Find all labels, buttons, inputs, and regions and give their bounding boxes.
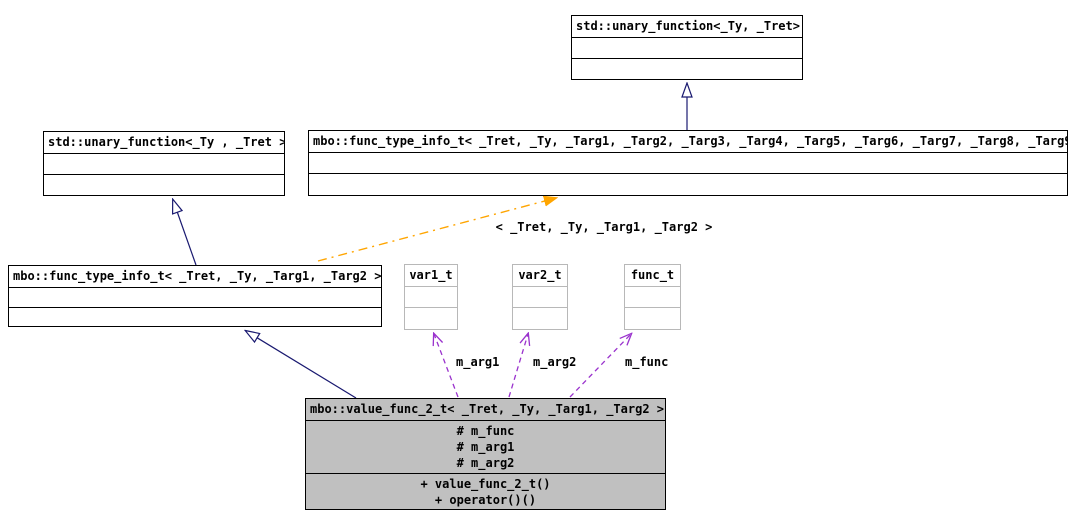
empty-compartment: [44, 175, 284, 195]
empty-compartment: [572, 59, 802, 79]
attributes-compartment: # m_func # m_arg1 # m_arg2: [306, 421, 665, 474]
edge-label-m-arg2: m_arg2: [533, 355, 577, 369]
empty-compartment: [513, 287, 567, 308]
empty-compartment: [309, 174, 1067, 194]
class-title: std::unary_function<_Ty, _Tret>: [572, 16, 802, 38]
method-operator-call: + operator()(): [434, 493, 537, 507]
methods-compartment: + value_func_2_t() + operator()(): [306, 474, 665, 510]
empty-compartment: [44, 154, 284, 175]
class-box-std-unary-function-left[interactable]: std::unary_function<_Ty , _Tret >: [43, 131, 285, 196]
usage-arrow-m-func: [569, 334, 631, 398]
class-box-func-t: func_t: [624, 264, 681, 330]
empty-compartment: [625, 308, 680, 328]
usage-arrow-m-arg1: [434, 334, 459, 398]
empty-compartment: [9, 308, 381, 327]
class-title: mbo::value_func_2_t< _Tret, _Ty, _Targ1,…: [306, 399, 665, 421]
class-title: var1_t: [405, 265, 457, 287]
empty-compartment: [405, 287, 457, 308]
empty-compartment: [572, 38, 802, 59]
template-args-edge-label: < _Tret, _Ty, _Targ1, _Targ2 >: [495, 220, 713, 234]
class-title: var2_t: [513, 265, 567, 287]
usage-arrow-m-arg2: [508, 334, 528, 398]
method-constructor: + value_func_2_t(): [420, 477, 551, 491]
empty-compartment: [625, 287, 680, 308]
class-box-var2-t: var2_t: [512, 264, 568, 330]
class-box-var1-t: var1_t: [404, 264, 458, 330]
class-title: mbo::func_type_info_t< _Tret, _Ty, _Targ…: [9, 266, 381, 288]
attribute-m-arg2: # m_arg2: [456, 456, 515, 470]
edge-label-m-func: m_func: [625, 355, 669, 369]
class-box-func-type-info-wide[interactable]: mbo::func_type_info_t< _Tret, _Ty, _Targ…: [308, 130, 1068, 196]
class-title: std::unary_function<_Ty , _Tret >: [44, 132, 284, 154]
attribute-m-func: # m_func: [456, 424, 515, 438]
class-title: mbo::func_type_info_t< _Tret, _Ty, _Targ…: [309, 131, 1067, 153]
class-title: func_t: [625, 265, 680, 287]
class-box-func-type-info-4[interactable]: mbo::func_type_info_t< _Tret, _Ty, _Targ…: [8, 265, 382, 327]
empty-compartment: [405, 308, 457, 328]
inheritance-arrow-value-to-mid: [246, 331, 357, 399]
empty-compartment: [309, 153, 1067, 174]
attribute-m-arg1: # m_arg1: [456, 440, 515, 454]
class-box-std-unary-function-top[interactable]: std::unary_function<_Ty, _Tret>: [571, 15, 803, 80]
empty-compartment: [9, 288, 381, 308]
empty-compartment: [513, 308, 567, 328]
edge-label-m-arg1: m_arg1: [456, 355, 500, 369]
class-box-value-func-2-t: mbo::value_func_2_t< _Tret, _Ty, _Targ1,…: [305, 398, 666, 510]
inheritance-arrow-mid-to-left: [173, 200, 197, 266]
